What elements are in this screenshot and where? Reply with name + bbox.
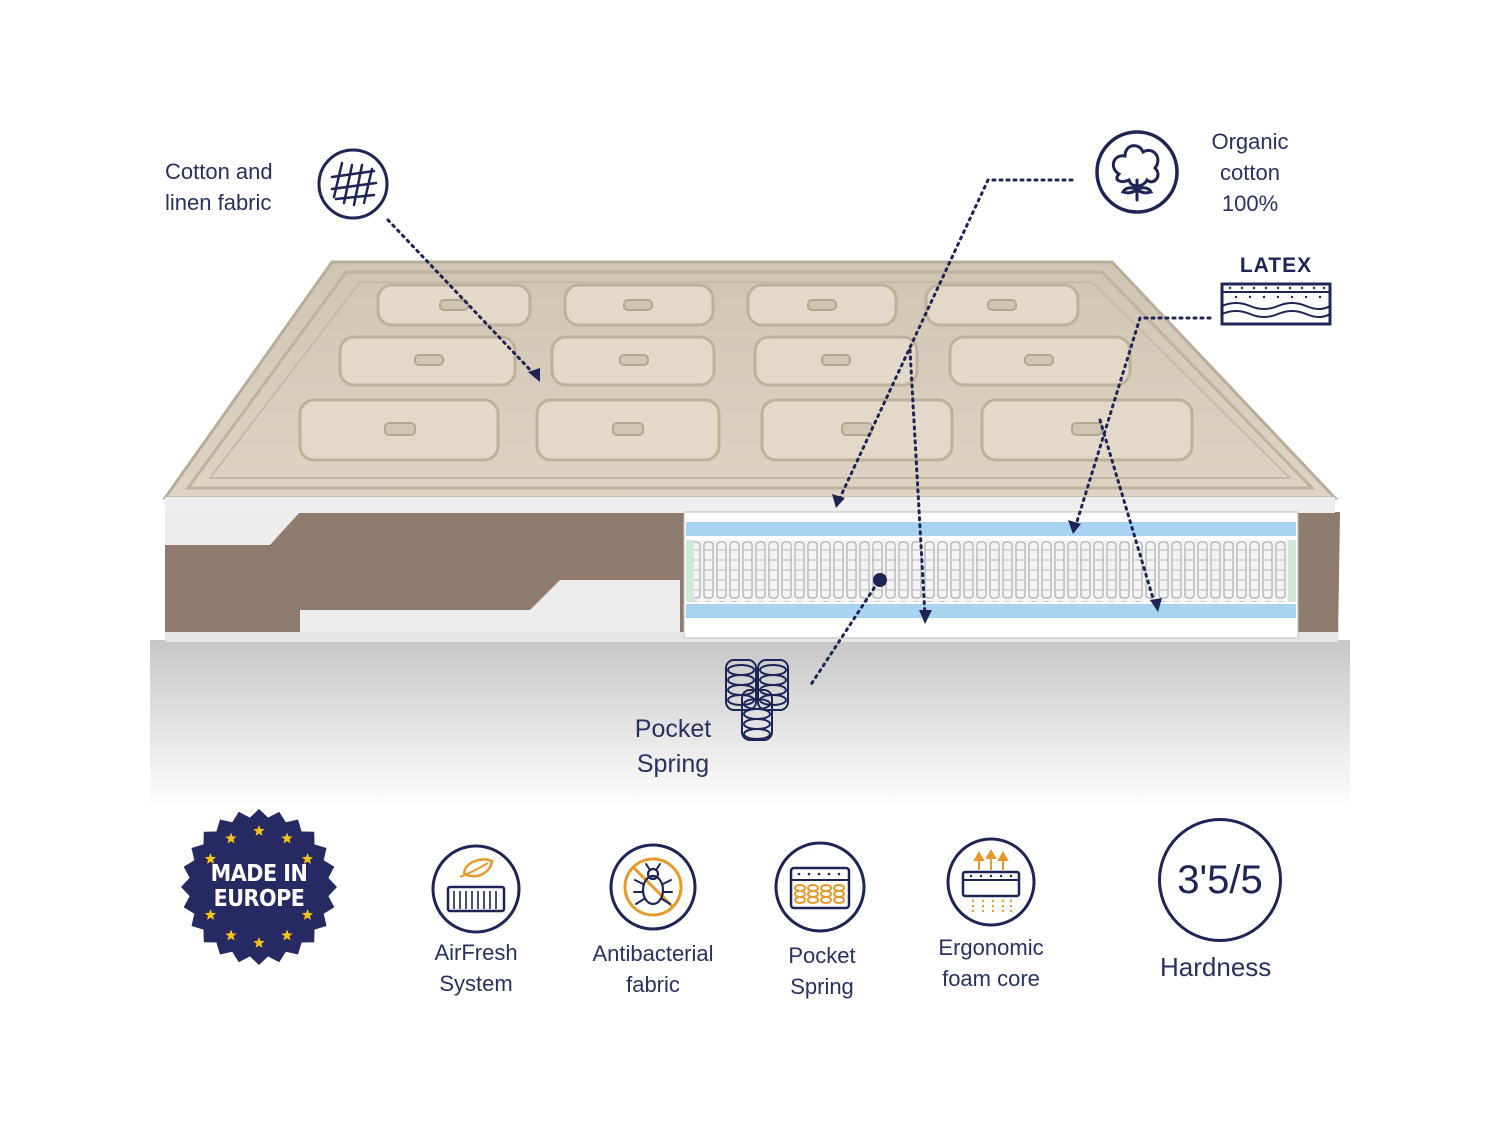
floor-shadow (150, 640, 1350, 810)
badge-star (253, 825, 265, 836)
fabric-weave-icon (317, 148, 389, 220)
badge-star (204, 853, 217, 864)
feature-foam-core-label: Ergonomic foam core (938, 935, 1044, 991)
airfresh-icon (431, 844, 521, 934)
cross-section (683, 511, 1299, 639)
badge-star (281, 832, 293, 844)
made-in-europe-badge (181, 809, 337, 965)
callout-arrows (386, 178, 1212, 688)
feature-airfresh-label: AirFresh System (434, 940, 518, 996)
callout-pocket-spring-label: Pocket Spring (634, 715, 712, 778)
badge-star (225, 832, 237, 844)
hardness-label: Hardness (1160, 952, 1272, 982)
latex-layers-icon (1220, 282, 1332, 326)
feature-antibacterial-label: Antibacterial fabric (592, 941, 714, 997)
badge-star (253, 937, 265, 948)
badge-line-1: MADE IN (210, 861, 308, 887)
hardness-value: 3'5/5 (1158, 818, 1282, 942)
badge-star (301, 853, 314, 864)
feature-pocket-spring-label: Pocket Spring (788, 943, 856, 999)
coil-springs-icon (725, 659, 789, 741)
callout-latex-label: LATEX (1239, 254, 1313, 277)
badge-star (225, 929, 237, 941)
antibacterial-icon (609, 843, 697, 931)
badge-text: MADE IN EUROPE (196, 862, 322, 912)
mattress-top-border (165, 497, 1335, 513)
callout-organic-cotton-label: Organic cotton 100% (1211, 129, 1289, 216)
pocket-spring-icon (774, 841, 866, 933)
badge-line-2: EUROPE (213, 886, 305, 912)
badge-star (301, 909, 314, 920)
cotton-flower-icon (1095, 130, 1179, 214)
badge-star (204, 909, 217, 920)
arrow-heads (528, 368, 1162, 624)
badge-star (281, 929, 293, 941)
foam-core-icon (946, 837, 1036, 927)
callout-cotton-linen-label: Cotton and linen fabric (165, 159, 273, 215)
